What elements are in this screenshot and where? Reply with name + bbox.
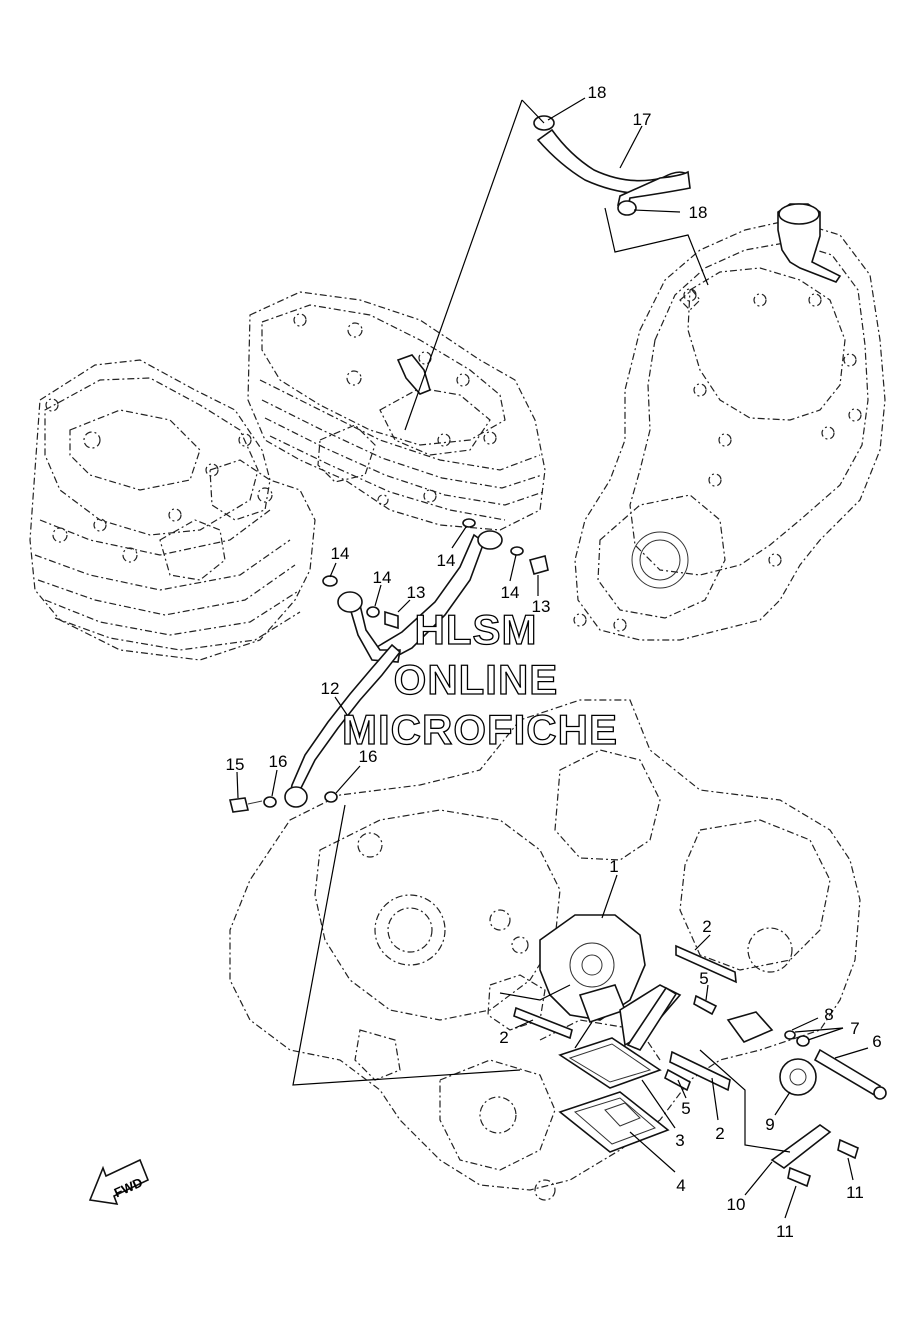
washer-8 <box>784 1030 796 1040</box>
callout-15: 15 <box>226 755 245 774</box>
callout-18: 18 <box>689 203 708 222</box>
callout-9: 9 <box>765 1115 774 1134</box>
callout-10: 10 <box>727 1195 746 1214</box>
callout-8: 8 <box>824 1005 833 1024</box>
watermark-line-1: HLSM <box>415 606 538 653</box>
lower-crankcase <box>229 699 861 1201</box>
bolt-6 <box>813 1048 881 1098</box>
rear-cylinder-head <box>247 291 546 531</box>
sprocket-9 <box>779 1058 817 1096</box>
bolt-2-lower <box>669 1050 731 1092</box>
gasket-16a <box>263 796 277 808</box>
watermark-line-3: MICROFICHE <box>342 706 618 753</box>
callout-5: 5 <box>681 1099 690 1118</box>
left-cylinder-head <box>29 359 316 661</box>
bolt-5-lower <box>664 1068 691 1092</box>
guide-10 <box>770 1124 832 1169</box>
callout-numbers: 18 17 18 14 14 13 14 14 13 12 15 16 16 1… <box>226 83 882 1241</box>
o-ring-7 <box>796 1035 810 1047</box>
watermark-line-2: ONLINE <box>394 656 559 703</box>
bolt-2-upper <box>675 944 737 984</box>
strainer-gasket-4 <box>558 1091 670 1153</box>
pipe-hardware <box>229 518 549 813</box>
strainer-3 <box>558 1037 662 1089</box>
callout-13: 13 <box>407 583 426 602</box>
banjo-fitting-lower <box>284 786 308 808</box>
copper-washer-14b <box>366 606 380 618</box>
copper-washer-14a <box>322 575 338 587</box>
breather-hose-assembly <box>404 99 709 431</box>
banjo-fitting-upper-right <box>477 530 503 550</box>
callout-14: 14 <box>373 568 392 587</box>
callout-14: 14 <box>437 551 456 570</box>
copper-washer-14c <box>462 518 476 528</box>
callout-11: 11 <box>776 1222 794 1241</box>
callout-11: 11 <box>846 1183 864 1202</box>
callout-14: 14 <box>331 544 350 563</box>
callout-13: 13 <box>532 597 551 616</box>
callout-17: 17 <box>633 110 652 129</box>
gasket-16b <box>324 791 338 803</box>
bolt-5-upper <box>693 994 718 1016</box>
callout-3: 3 <box>675 1131 684 1150</box>
callout-2: 2 <box>499 1028 508 1047</box>
callout-2: 2 <box>702 917 711 936</box>
callout-1: 1 <box>609 857 618 876</box>
forward-direction-arrow: FWD <box>88 1158 150 1205</box>
hose-clamp-lower <box>617 200 637 216</box>
union-bolt-15 <box>229 797 249 813</box>
oil-pump-assembly <box>513 914 887 1188</box>
callout-7: 7 <box>850 1019 859 1038</box>
callout-2: 2 <box>715 1124 724 1143</box>
callout-5: 5 <box>699 969 708 988</box>
callout-18: 18 <box>588 83 607 102</box>
screw-11-upper <box>837 1138 859 1160</box>
banjo-fitting-upper-left <box>337 591 363 613</box>
callout-4: 4 <box>676 1176 685 1195</box>
union-bolt-13b <box>529 555 549 575</box>
crankcase-cover <box>573 203 886 641</box>
callout-leaders <box>236 97 869 1219</box>
callout-14: 14 <box>501 583 520 602</box>
watermark: HLSM ONLINE MICROFICHE <box>341 605 618 753</box>
screw-11-lower <box>787 1166 811 1188</box>
oil-delivery-pipe <box>284 530 503 808</box>
copper-washer-14d <box>510 546 524 556</box>
reference-lines <box>292 804 593 1086</box>
callout-16: 16 <box>269 752 288 771</box>
bolt-2-left <box>513 1006 573 1040</box>
union-bolt-13a <box>384 610 399 630</box>
callout-12: 12 <box>321 679 340 698</box>
callout-6: 6 <box>872 1032 881 1051</box>
callout-16: 16 <box>359 747 378 766</box>
